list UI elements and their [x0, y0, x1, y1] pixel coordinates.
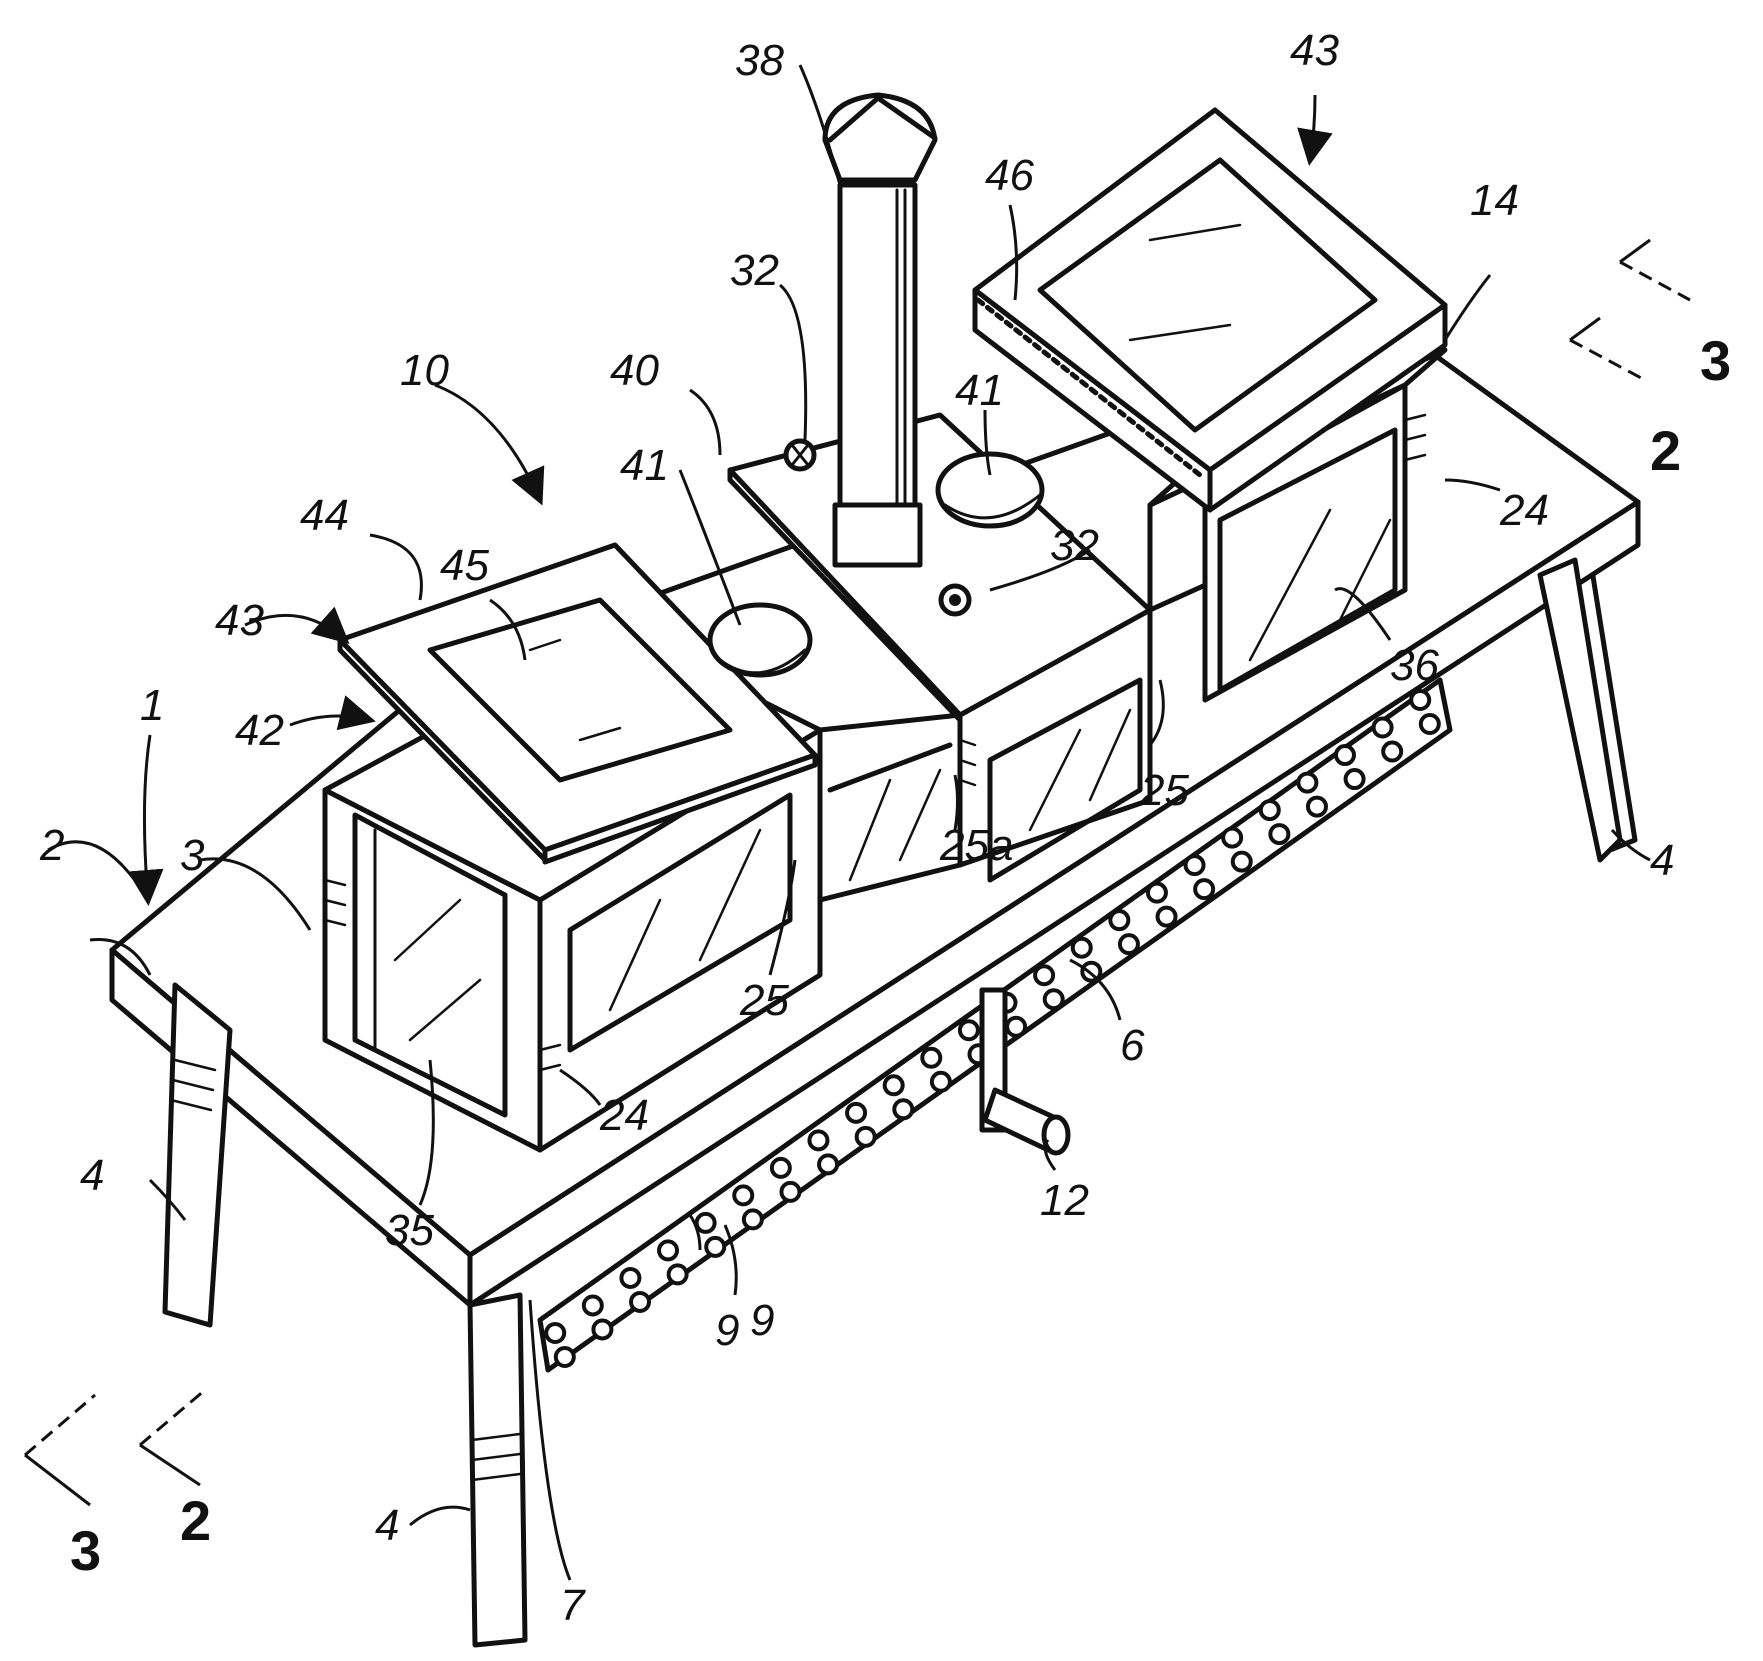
label-4-bottom: 4 [375, 1501, 399, 1550]
label-32-back: 32 [730, 246, 779, 295]
label-10: 10 [400, 346, 449, 395]
label-4-left: 4 [80, 1151, 104, 1200]
knob-back [786, 441, 814, 469]
table-leg-front-left [165, 985, 230, 1325]
burner-hole [894, 1100, 912, 1118]
label-4-right: 4 [1650, 836, 1674, 885]
label-36: 36 [1390, 641, 1439, 690]
burner-hole [1421, 715, 1439, 733]
label-41-right: 41 [955, 366, 1004, 415]
section-mark-2-left: 2 [180, 1489, 211, 1552]
label-41-left: 41 [620, 441, 669, 490]
label-25-left: 25 [739, 976, 789, 1025]
burner-hole [546, 1324, 564, 1342]
label-6: 6 [1120, 1021, 1145, 1070]
burner-hole [885, 1076, 903, 1094]
burner-hole [1298, 774, 1316, 792]
burner-hole [1045, 990, 1063, 1008]
burner-hole [857, 1128, 875, 1146]
section-mark-3-left: 3 [70, 1519, 101, 1582]
label-45: 45 [440, 541, 489, 590]
table-leg-front-center [470, 1295, 525, 1645]
section-mark-2-right: 2 [1650, 419, 1681, 482]
burner-hole [556, 1348, 574, 1366]
burner-hole [1148, 884, 1166, 902]
burner-ring-left [710, 605, 810, 675]
label-2: 2 [39, 821, 64, 870]
burner-hole [1007, 1018, 1025, 1036]
burner-hole [772, 1159, 790, 1177]
burner-hole [819, 1155, 837, 1173]
label-40: 40 [610, 346, 659, 395]
burner-hole [659, 1241, 677, 1259]
burner-hole [1110, 911, 1128, 929]
burner-hole [932, 1073, 950, 1091]
burner-hole [744, 1210, 762, 1228]
label-7: 7 [560, 1581, 586, 1630]
label-14: 14 [1470, 176, 1519, 225]
label-25-right: 25 [1139, 766, 1189, 815]
burner-hole [1073, 939, 1091, 957]
burner-hole [631, 1293, 649, 1311]
burner-hole [584, 1296, 602, 1314]
burner-hole [847, 1104, 865, 1122]
label-9-lower: 9 [715, 1306, 739, 1355]
burner-hole [960, 1021, 978, 1039]
burner-hole [1158, 908, 1176, 926]
burner-hole [1195, 880, 1213, 898]
label-24-right: 24 [1499, 486, 1549, 535]
label-35: 35 [385, 1206, 434, 1255]
label-25a: 25a [939, 821, 1013, 870]
burner-hole [1120, 935, 1138, 953]
label-44: 44 [300, 491, 349, 540]
label-38: 38 [735, 36, 784, 85]
burner-hole [706, 1238, 724, 1256]
label-46: 46 [985, 151, 1034, 200]
burner-hole [922, 1049, 940, 1067]
label-24-left: 24 [599, 1091, 649, 1140]
burner-hole [1270, 825, 1288, 843]
label-42: 42 [235, 706, 284, 755]
burner-hole [1383, 743, 1401, 761]
burner-hole [1035, 966, 1053, 984]
label-43-left: 43 [215, 596, 264, 645]
burner-hole [1233, 853, 1251, 871]
burner-hole [669, 1265, 687, 1283]
label-32-front: 32 [1050, 521, 1099, 570]
burner-ring-center [938, 454, 1042, 526]
burner-hole [1346, 770, 1364, 788]
label-1: 1 [140, 681, 164, 730]
burner-hole [1411, 691, 1429, 709]
burner-hole [1308, 798, 1326, 816]
label-3-left: 3 [180, 831, 205, 880]
section-mark-3-right: 3 [1700, 329, 1731, 392]
knob-front [941, 586, 969, 614]
burner-hole [697, 1214, 715, 1232]
burner-hole [734, 1186, 752, 1204]
burner-hole [593, 1320, 611, 1338]
burner-hole [1223, 829, 1241, 847]
burner-hole [1336, 746, 1354, 764]
burner-hole [809, 1131, 827, 1149]
burner-hole [1186, 856, 1204, 874]
burner-hole [781, 1183, 799, 1201]
label-12: 12 [1040, 1176, 1089, 1225]
label-9-upper: 9 [750, 1296, 774, 1345]
burner-hole [621, 1269, 639, 1287]
burner-hole [1261, 801, 1279, 819]
burner-hole [1374, 719, 1392, 737]
label-43-right: 43 [1290, 26, 1339, 75]
